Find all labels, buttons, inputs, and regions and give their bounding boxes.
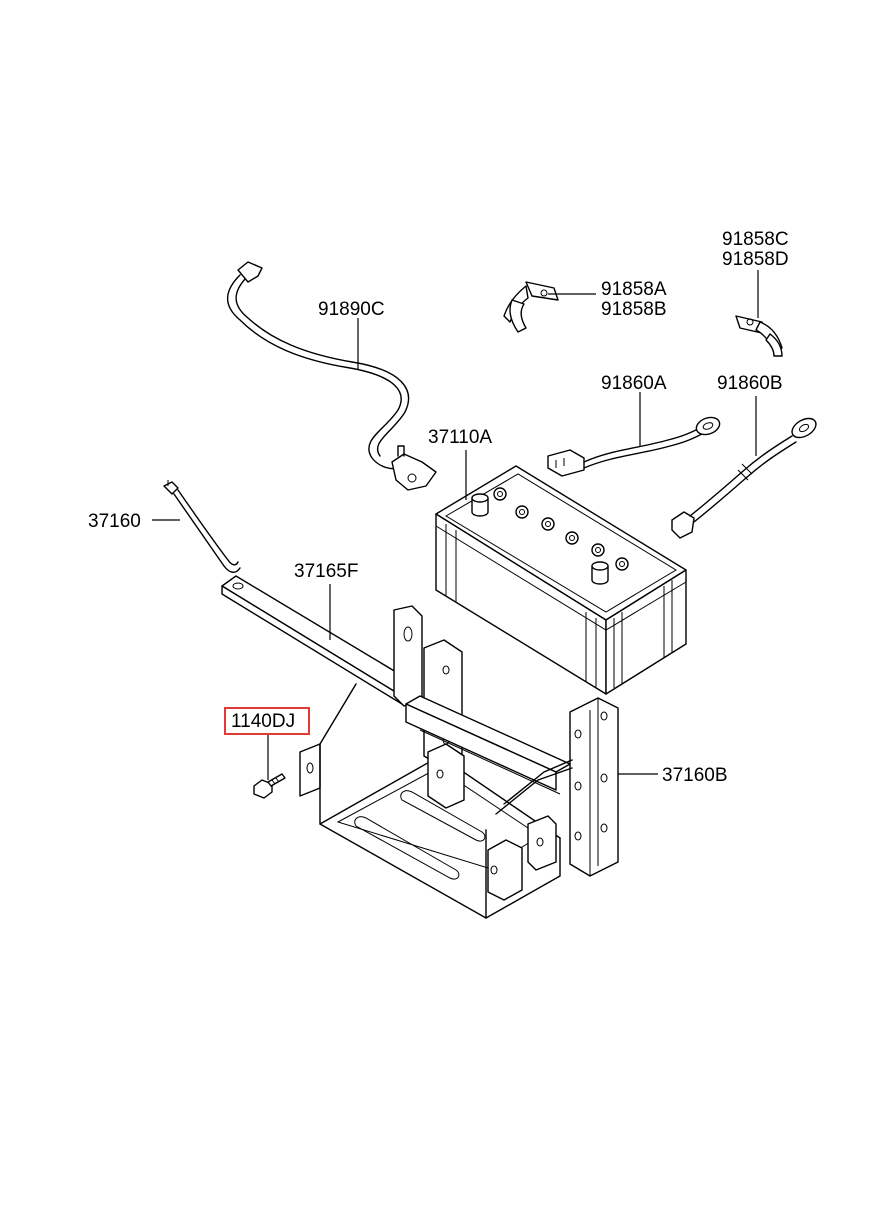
cable-91860b[interactable] <box>671 415 819 539</box>
label-37160b[interactable]: 37160B <box>662 765 728 786</box>
label-37160[interactable]: 37160 <box>88 511 141 532</box>
label-91860a[interactable]: 91860A <box>601 373 667 394</box>
label-91858c[interactable]: 91858C <box>722 229 789 250</box>
tray-37160b[interactable] <box>299 605 619 919</box>
label-1140dj[interactable]: 1140DJ <box>231 711 295 732</box>
label-91858b[interactable]: 91858B <box>601 299 667 320</box>
battery-terminal-positive <box>471 493 489 517</box>
part-labels: 91890C 91858A 91858B 91858C 91858D 91860… <box>88 229 789 786</box>
cable-91860a[interactable] <box>547 414 722 477</box>
highlight-box <box>224 707 310 735</box>
bolt-1140dj[interactable] <box>253 773 286 799</box>
battery-terminal-negative <box>591 561 609 585</box>
clamp-91858c-d[interactable] <box>735 315 783 357</box>
label-91860b[interactable]: 91860B <box>717 373 783 394</box>
rod-37160[interactable] <box>163 480 241 573</box>
label-37110a[interactable]: 37110A <box>428 427 492 448</box>
battery-cell-caps <box>493 487 629 571</box>
label-91858a[interactable]: 91858A <box>601 279 667 300</box>
battery-37110a[interactable] <box>435 465 687 695</box>
leader-lines <box>152 270 759 780</box>
label-91890c[interactable]: 91890C <box>318 299 385 320</box>
label-91858d[interactable]: 91858D <box>722 249 789 270</box>
cable-91890c[interactable] <box>226 261 437 491</box>
clamp-bar-37165f[interactable] <box>221 575 417 705</box>
clamp-91858a-b[interactable] <box>503 281 559 333</box>
label-37165f[interactable]: 37165F <box>294 561 358 582</box>
